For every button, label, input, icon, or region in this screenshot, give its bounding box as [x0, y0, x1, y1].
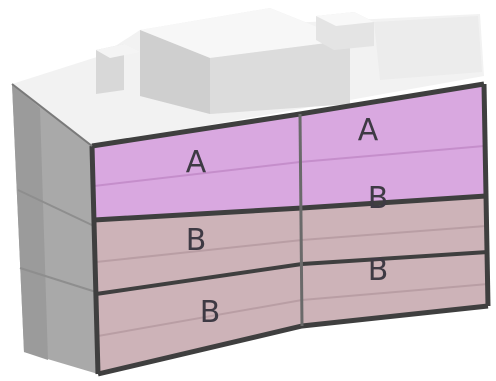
- rooftop-small-volume-top: [316, 12, 374, 26]
- unit-label-lower-left: B: [200, 295, 221, 330]
- side-floor-line: [19, 267, 97, 293]
- rooftop-stair-block-top: [96, 44, 140, 58]
- rooftop-volume-top: [140, 8, 350, 58]
- unit-label-upper-left: A: [186, 145, 207, 180]
- facade-divider: [298, 113, 304, 327]
- unit-label-upper-right: A: [358, 113, 379, 148]
- unit-panel-lower-right: [302, 252, 488, 326]
- unit-panel-middle-right: [302, 196, 488, 264]
- side-edge-top: [11, 83, 93, 147]
- rooftop-volume-front: [210, 40, 350, 114]
- unit-panel-upper-left: [92, 114, 302, 220]
- unit-label-middle-left: B: [186, 223, 207, 258]
- unit-panel-upper-right: [300, 84, 486, 208]
- side-wall-shadow: [12, 84, 48, 360]
- unit-label-lower-right: B: [368, 253, 389, 288]
- facade-edge-right: [481, 83, 491, 307]
- unit-label-middle-right: B: [368, 181, 389, 216]
- side-floor-line: [17, 189, 95, 227]
- rooftop-volume-side: [140, 30, 210, 114]
- rooftop-right-wing: [374, 16, 482, 80]
- facade-edge-left: [89, 145, 101, 375]
